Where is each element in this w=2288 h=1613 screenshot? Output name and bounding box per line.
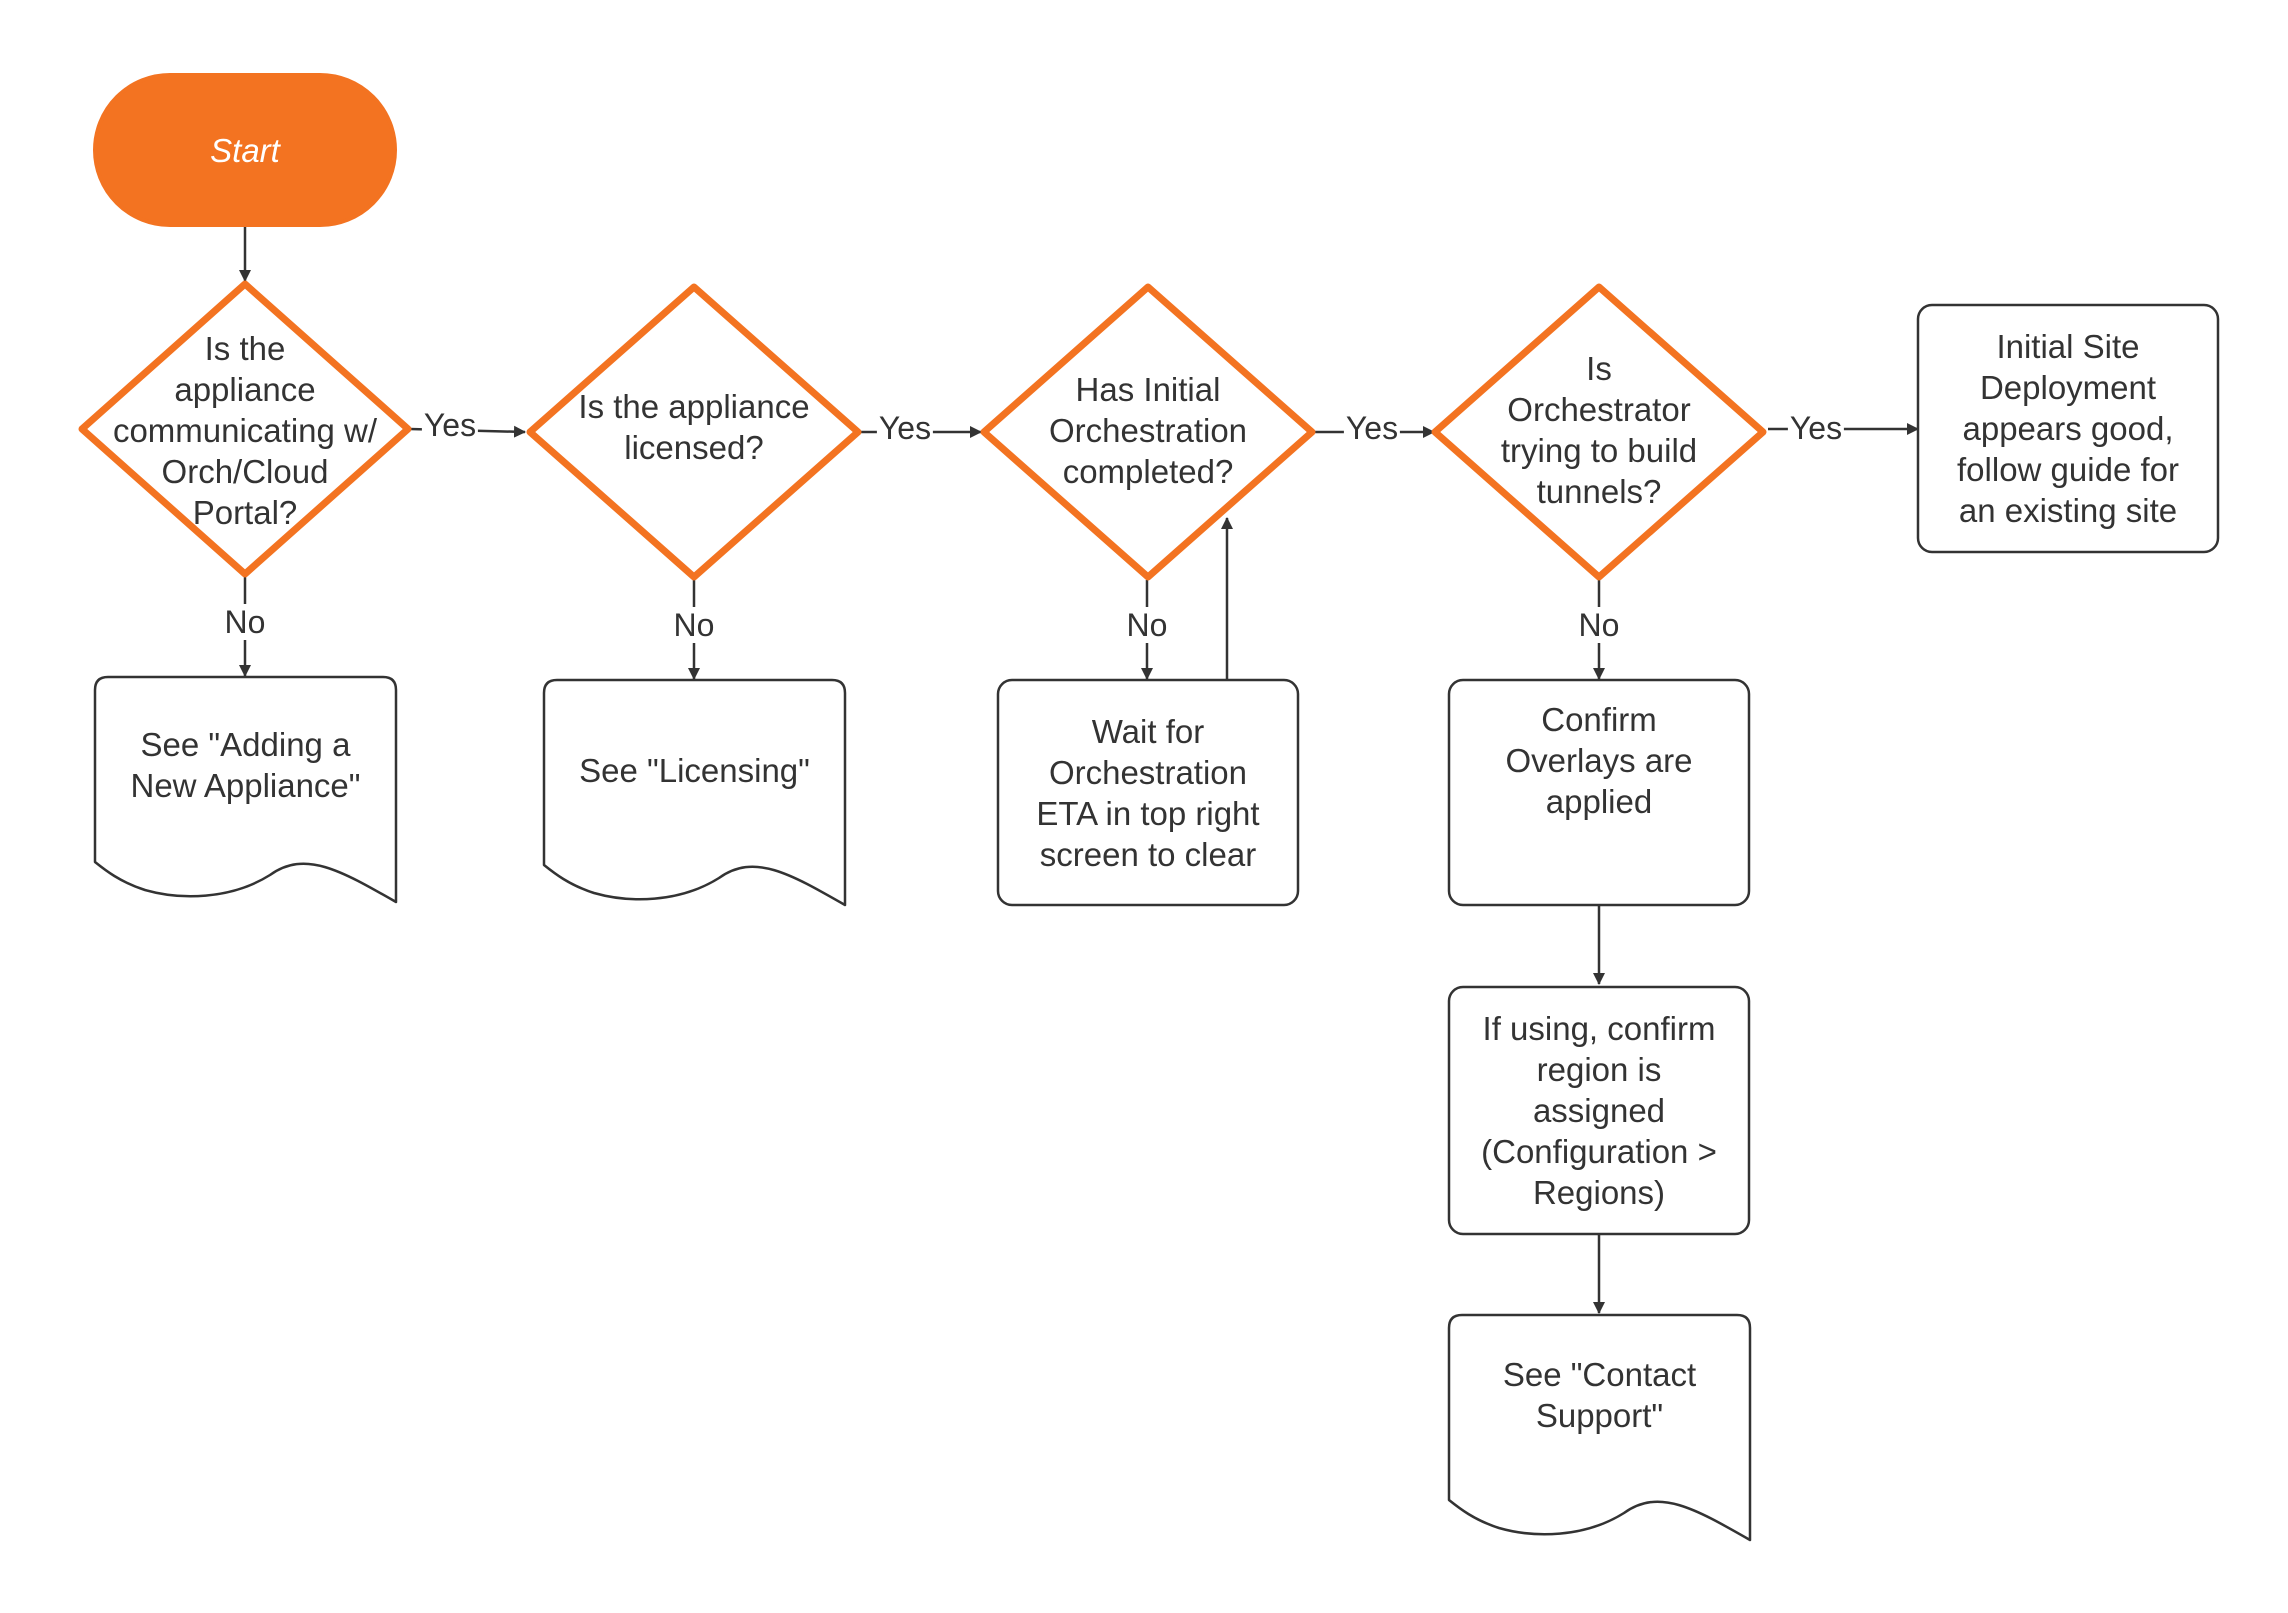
document-shapes	[93, 675, 1752, 1542]
edge-label-no-1: No	[222, 604, 268, 640]
edge-label-yes-3: Yes	[1343, 410, 1401, 446]
edge-label-no-4: No	[1576, 607, 1622, 643]
decision-diamond-communicating	[78, 280, 412, 578]
doc-support-label: See "Contact Support"	[1502, 1356, 1697, 1434]
decision-licensed-label: Is the appliance licensed?	[578, 388, 810, 466]
process-shapes	[996, 303, 2220, 1236]
process-box-region	[1447, 985, 1751, 1236]
decision-tunnels-label: Is Orchestrator trying to build tunnels?	[1500, 350, 1698, 510]
start-label: Start	[210, 131, 280, 169]
decision-diamond-licensed	[526, 283, 862, 581]
result-box-good	[1916, 303, 2220, 554]
document-licensing	[542, 678, 847, 907]
process-box-overlays	[1447, 678, 1751, 907]
process-wait-label: Wait for Orchestration ETA in top right …	[1036, 712, 1260, 873]
decision-diamond-orchestration	[980, 283, 1316, 581]
decision-shapes	[78, 280, 1767, 581]
edge-label-yes-2: Yes	[876, 410, 934, 446]
start-terminator	[93, 73, 397, 227]
decision-orchestration-label: Has Initial Orchestration completed?	[1048, 370, 1248, 490]
doc-licensing-label: See "Licensing"	[579, 751, 810, 789]
edge-label-yes-1: Yes	[421, 407, 479, 443]
edge-label-no-2: No	[671, 607, 717, 643]
edge-label-yes-4: Yes	[1787, 410, 1845, 446]
decision-diamond-tunnels	[1431, 283, 1767, 581]
process-overlays-label: Confirm Overlays are applied	[1505, 700, 1693, 820]
doc-adding-label: See "Adding a New Appliance"	[130, 726, 361, 804]
process-box-wait	[996, 678, 1300, 907]
document-adding-appliance	[93, 675, 398, 904]
document-contact-support	[1447, 1313, 1752, 1542]
result-good-label: Initial Site Deployment appears good, fo…	[1957, 328, 2179, 529]
edge-label-no-3: No	[1124, 607, 1170, 643]
decision-communicating-label: Is the appliance communicating w/ Orch/C…	[112, 329, 378, 531]
process-region-label: If using, confirm region is assigned (Co…	[1481, 1010, 1717, 1211]
